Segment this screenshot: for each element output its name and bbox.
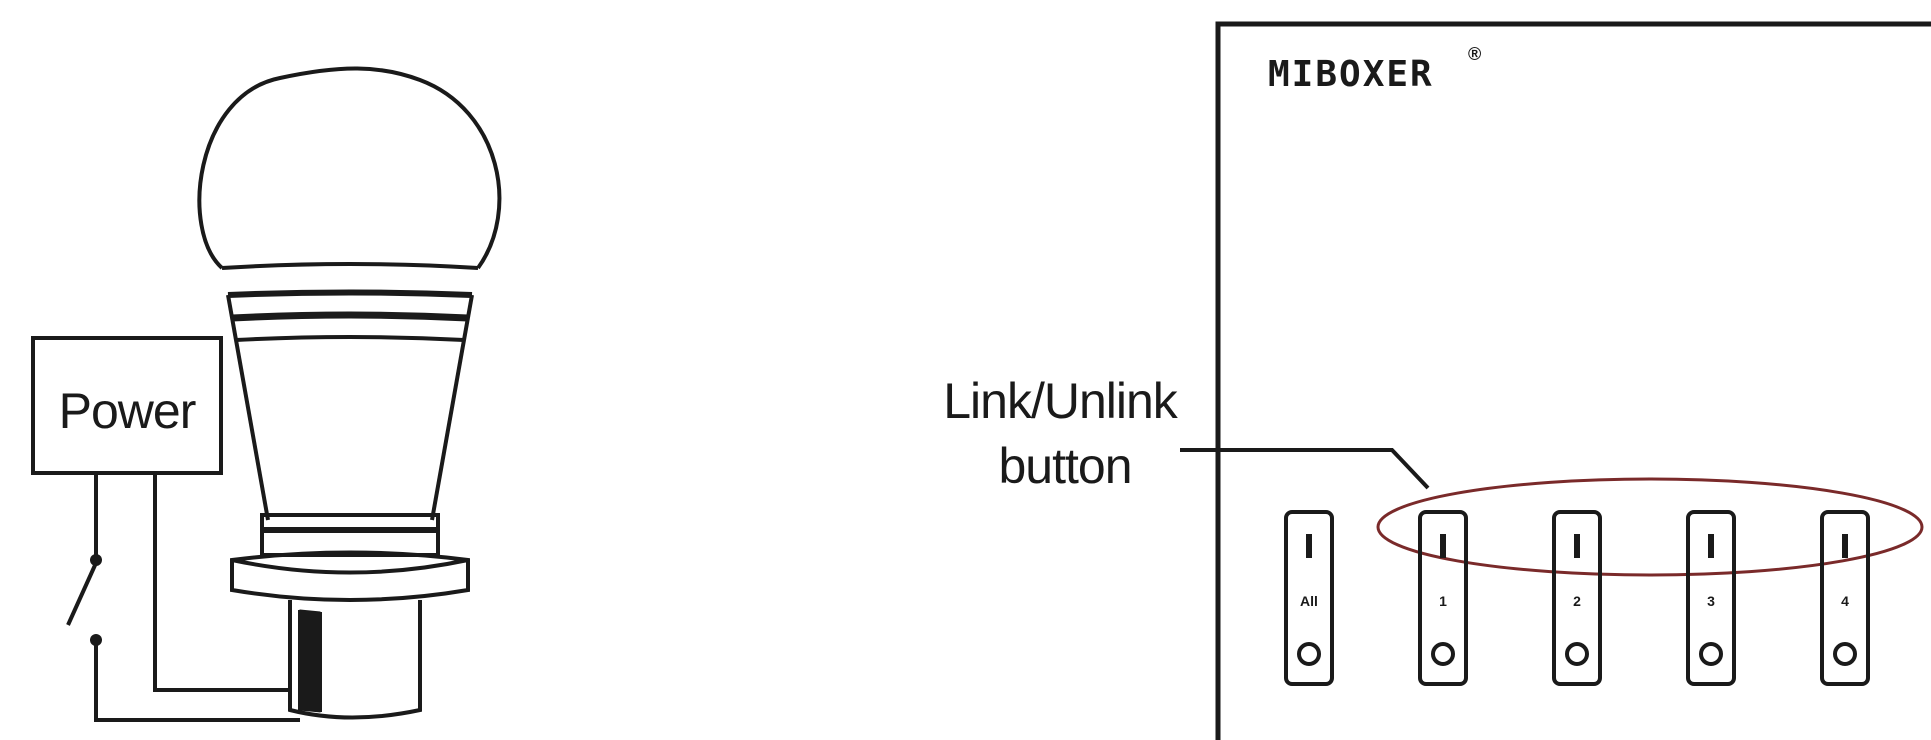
- brand-logo: MIBOXER: [1268, 54, 1434, 95]
- zone-button-3[interactable]: 3: [1686, 510, 1736, 686]
- power-supply: Power: [31, 336, 223, 475]
- bulb-socket-slot-fill: [299, 609, 321, 713]
- zone-button-1[interactable]: 1: [1418, 510, 1468, 686]
- off-indicator-icon: [1833, 642, 1857, 666]
- callout-leader-line: [1180, 448, 1430, 490]
- zone-button-4[interactable]: 4: [1820, 510, 1870, 686]
- wire-neutral-bottom: [94, 640, 300, 722]
- bulb-band-top: [221, 262, 479, 270]
- button-label: 4: [1841, 593, 1849, 609]
- brand-registered-mark: ®: [1468, 44, 1481, 64]
- switch-contact-top: [90, 554, 102, 566]
- switch-contact-bottom: [90, 634, 102, 646]
- light-bulb-illustration: [197, 66, 502, 720]
- bulb-flange: [230, 550, 470, 602]
- wire-live: [153, 473, 290, 692]
- bulb-band-2: [227, 289, 473, 298]
- bulb-flange-top: [231, 558, 469, 575]
- remote-outline: [1215, 21, 1931, 740]
- button-label: All: [1300, 593, 1318, 609]
- switch-lever: [66, 562, 98, 626]
- button-label: 2: [1573, 593, 1581, 609]
- power-wires: [94, 473, 300, 722]
- bulb-globe: [197, 66, 502, 270]
- remote-controller: MIBOXER ® Link/Unlink button All 1 2: [943, 21, 1931, 740]
- bulb-collar: [260, 513, 440, 557]
- off-indicator-icon: [1565, 642, 1589, 666]
- callout-line2: button: [998, 438, 1131, 494]
- link-unlink-highlight: [1376, 477, 1924, 577]
- off-indicator-icon: [1699, 642, 1723, 666]
- bulb-body: [226, 294, 270, 521]
- bulb-body-right: [430, 294, 474, 521]
- button-label: 1: [1439, 593, 1447, 609]
- callout-line1: Link/Unlink: [943, 373, 1179, 429]
- button-body: [1418, 510, 1468, 686]
- off-indicator-icon: [1431, 642, 1455, 666]
- zone-button-all[interactable]: All: [1284, 510, 1334, 686]
- bulb-band-3: [231, 311, 469, 322]
- bulb-band-4: [235, 335, 465, 342]
- off-indicator-icon: [1297, 642, 1321, 666]
- button-body: [1686, 510, 1736, 686]
- button-body: [1552, 510, 1602, 686]
- button-label: 3: [1707, 593, 1715, 609]
- power-label: Power: [59, 383, 196, 439]
- button-body: [1284, 510, 1334, 686]
- button-body: [1820, 510, 1870, 686]
- zone-button-2[interactable]: 2: [1552, 510, 1602, 686]
- power-box: [31, 336, 223, 475]
- wall-switch: [66, 554, 102, 646]
- bulb-socket: [288, 600, 422, 720]
